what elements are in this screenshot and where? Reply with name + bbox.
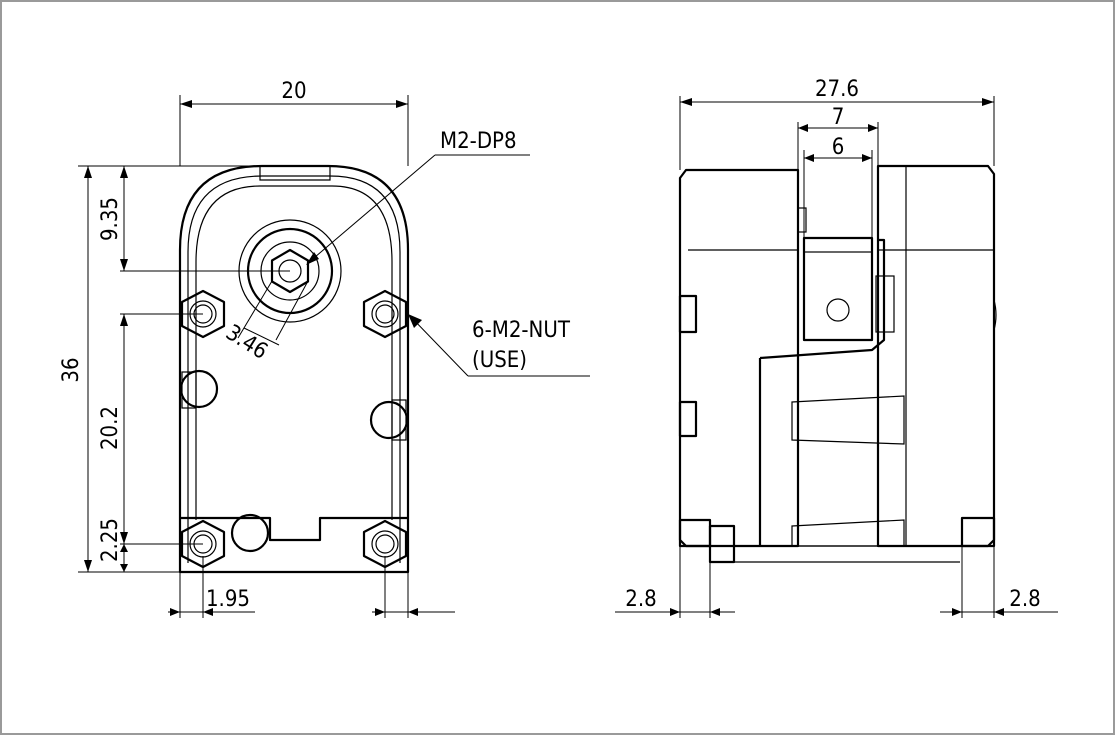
- dim-right-2-8: 2.8: [940, 546, 1058, 618]
- callout-nuts-line2: (USE): [472, 348, 527, 373]
- dim-20-2-label: 20.2: [98, 406, 123, 450]
- side-middle-body: [759, 238, 886, 360]
- dim-20-2: 20.2: [98, 313, 203, 544]
- dim-2-25: 2.25: [98, 518, 203, 572]
- dim-7-label: 7: [832, 105, 845, 130]
- side-rib-lower: [791, 519, 905, 547]
- front-body-inner-outline: [187, 175, 401, 563]
- dim-right-2-8-label: 2.8: [1009, 587, 1040, 612]
- side-foot-left-lip: [708, 524, 736, 564]
- horn-side-tab: [875, 275, 895, 333]
- boss-left: [179, 369, 219, 409]
- dim-width-20-label: 20: [281, 79, 306, 104]
- callout-nuts: 6-M2-NUT (USE): [408, 314, 590, 377]
- dim-27-6: 27.6: [679, 77, 995, 170]
- dim-6-label: 6: [832, 135, 845, 160]
- dim-1-95: 1.95: [168, 556, 255, 618]
- dim-7: 7: [797, 105, 879, 210]
- shaft-hex-socket: [270, 248, 310, 294]
- callout-nuts-line1: 6-M2-NUT: [472, 318, 571, 343]
- dim-height-36-label: 36: [59, 357, 84, 382]
- front-body-outline: [178, 164, 410, 574]
- dim-shaft-9-35-label: 9.35: [98, 197, 123, 241]
- dim-right-offset: [372, 556, 455, 618]
- inner-frame: [195, 185, 393, 520]
- nut-upper-right: [362, 289, 408, 339]
- top-tab: [259, 166, 331, 181]
- callout-m2-dp8: M2-DP8: [306, 129, 530, 265]
- horn-left-tab: [797, 207, 807, 233]
- dim-left-2-8-label: 2.8: [625, 587, 656, 612]
- dim-left-2-8: 2.8: [615, 546, 735, 618]
- dim-27-6-label: 27.6: [815, 77, 859, 102]
- dim-width-20: 20: [179, 79, 409, 166]
- side-edge-curve: [993, 299, 997, 331]
- side-clip-left-upper: [678, 294, 698, 334]
- callout-m2-dp8-label: M2-DP8: [440, 129, 517, 154]
- side-foot-right: [960, 516, 996, 548]
- boss-bottom: [230, 513, 270, 553]
- horn-screw-hole: [826, 298, 850, 322]
- dim-2-25-label: 2.25: [98, 518, 123, 562]
- side-rib-upper: [791, 395, 905, 445]
- dim-1-95-label: 1.95: [206, 587, 250, 612]
- dim-shaft-9-35: 9.35: [98, 166, 290, 272]
- horn-top: [803, 237, 873, 253]
- side-view: 27.6 7 6 2.8: [615, 77, 1058, 618]
- dim-6: 6: [803, 135, 873, 238]
- boss-right: [369, 399, 409, 441]
- bottom-notch: [180, 516, 408, 542]
- side-clip-left-lower: [678, 400, 698, 438]
- dim-height-36: 36: [59, 165, 262, 573]
